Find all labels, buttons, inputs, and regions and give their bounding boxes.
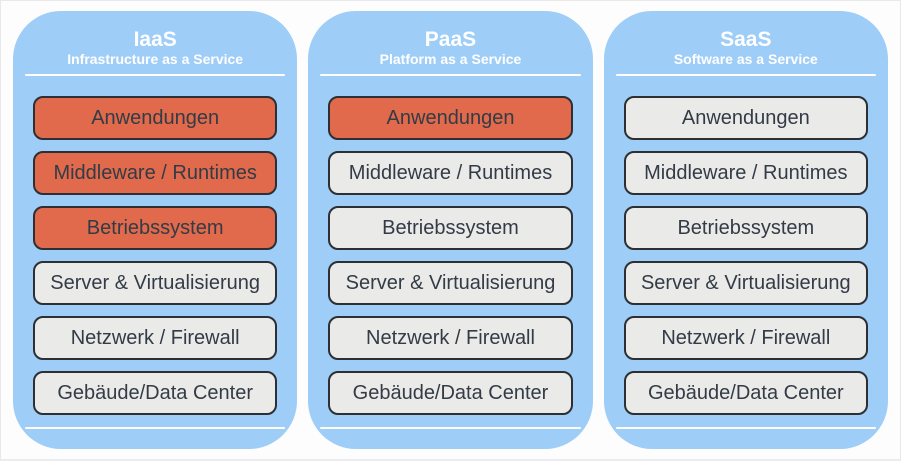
footer-divider bbox=[615, 427, 876, 429]
layer-betriebssystem: Betriebssystem bbox=[623, 206, 868, 250]
layer-anwendungen: Anwendungen bbox=[33, 96, 278, 140]
header-divider bbox=[25, 74, 286, 76]
layer-betriebssystem: Betriebssystem bbox=[33, 206, 278, 250]
layer-netzwerk-firewall: Netzwerk / Firewall bbox=[328, 316, 573, 360]
layer-middleware-runtimes: Middleware / Runtimes bbox=[33, 151, 278, 195]
layer-server-virtualisierung: Server & Virtualisierung bbox=[33, 261, 278, 305]
layer-betriebssystem: Betriebssystem bbox=[328, 206, 573, 250]
layer-netzwerk-firewall: Netzwerk / Firewall bbox=[33, 316, 278, 360]
service-model-panel-iaas: IaaS Infrastructure as a Service Anwendu… bbox=[13, 11, 298, 449]
panel-title-paas: PaaS bbox=[424, 28, 477, 51]
panel-subtitle-saas: Software as a Service bbox=[673, 51, 818, 67]
service-model-panel-paas: PaaS Platform as a Service Anwendungen M… bbox=[308, 11, 593, 449]
layer-gebaeude-data-center: Gebäude/Data Center bbox=[328, 371, 573, 415]
layer-gebaeude-data-center: Gebäude/Data Center bbox=[623, 371, 868, 415]
footer-divider bbox=[320, 427, 581, 429]
panel-title-saas: SaaS bbox=[720, 28, 772, 51]
layer-server-virtualisierung: Server & Virtualisierung bbox=[328, 261, 573, 305]
header-divider bbox=[615, 74, 876, 76]
layer-stack-saas: Anwendungen Middleware / Runtimes Betrie… bbox=[623, 96, 868, 415]
panel-title-iaas: IaaS bbox=[133, 28, 177, 51]
panel-subtitle-iaas: Infrastructure as a Service bbox=[67, 51, 244, 67]
panel-subtitle-paas: Platform as a Service bbox=[379, 51, 522, 67]
layer-gebaeude-data-center: Gebäude/Data Center bbox=[33, 371, 278, 415]
layer-middleware-runtimes: Middleware / Runtimes bbox=[623, 151, 868, 195]
footer-divider bbox=[25, 427, 286, 429]
layer-anwendungen: Anwendungen bbox=[623, 96, 868, 140]
layer-anwendungen: Anwendungen bbox=[328, 96, 573, 140]
service-model-panel-saas: SaaS Software as a Service Anwendungen M… bbox=[603, 11, 888, 449]
layer-server-virtualisierung: Server & Virtualisierung bbox=[623, 261, 868, 305]
header-divider bbox=[320, 74, 581, 76]
layer-stack-paas: Anwendungen Middleware / Runtimes Betrie… bbox=[328, 96, 573, 415]
layer-stack-iaas: Anwendungen Middleware / Runtimes Betrie… bbox=[33, 96, 278, 415]
layer-middleware-runtimes: Middleware / Runtimes bbox=[328, 151, 573, 195]
layer-netzwerk-firewall: Netzwerk / Firewall bbox=[623, 316, 868, 360]
